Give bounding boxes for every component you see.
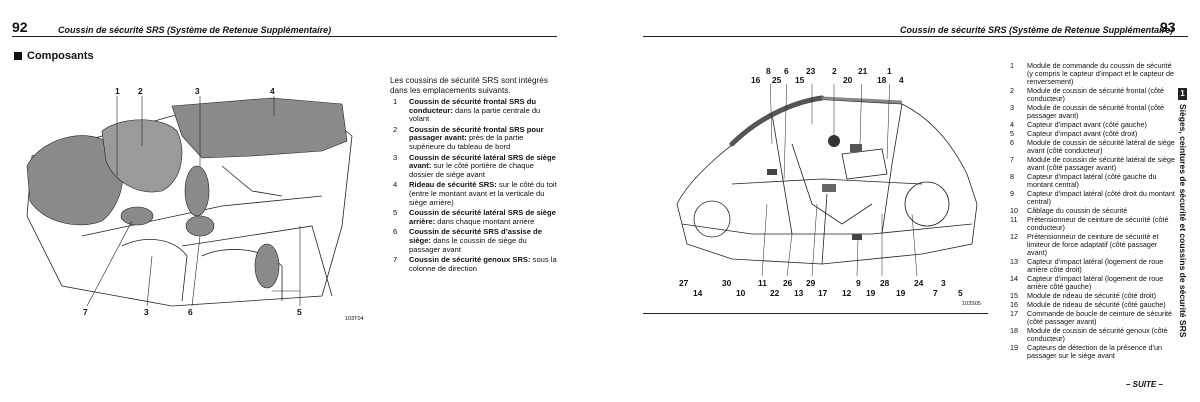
continued-marker: – SUITE – [1126,380,1163,389]
callout-2: 2 [138,86,143,96]
left-header-rule [12,36,557,37]
rcallout-8: 8 [766,66,771,76]
rcallout-11: 11 [758,278,767,288]
left-running-head: Coussin de sécurité SRS (Système de Rete… [58,25,332,35]
right-running-head: Coussin de sécurité SRS (Système de Rete… [900,25,1174,35]
rcallout-17: 17 [818,288,828,298]
rcallout-22: 22 [770,288,780,298]
rcallout-29: 29 [806,278,816,288]
callout-1: 1 [115,86,120,96]
callout-3-bottom: 3 [144,307,149,317]
callout-5: 5 [297,307,302,317]
section-title: Composants [14,50,94,62]
rcallout-12: 12 [842,288,852,298]
srs-components-car-illustration [676,84,978,276]
rcallout-28: 28 [880,278,890,288]
intro-paragraph: Les coussins de sécurité SRS sont intégr… [390,76,548,95]
callout-6: 6 [188,307,193,317]
rcallout-30: 30 [722,278,732,288]
callout-4: 4 [270,86,275,96]
chapter-side-title: Sièges, ceintures de sécurité et coussin… [1178,104,1188,338]
rcallout-25: 25 [772,75,782,85]
rcallout-1: 1 [887,66,892,76]
rcallout-5: 5 [958,288,963,298]
rcallout-27: 27 [679,278,689,288]
rcallout-14: 14 [693,288,703,298]
rcallout-19b: 19 [896,288,906,298]
airbag-locations-illustration [26,96,353,307]
right-header-rule [643,36,1188,37]
rcallout-2: 2 [832,66,837,76]
rcallout-21: 21 [858,66,868,76]
rcallout-9: 9 [856,278,861,288]
rcallout-16: 16 [751,75,761,85]
rcallout-7: 7 [933,288,938,298]
callout-3-top: 3 [195,86,200,96]
rcallout-4: 4 [899,75,904,85]
chapter-tab: 1 [1178,88,1187,100]
right-figure-rule [643,313,988,314]
rcallout-6: 6 [784,66,789,76]
rcallout-23: 23 [806,66,816,76]
right-page-number: 93 [1160,19,1176,35]
rcallout-13: 13 [794,288,804,298]
section-title-text: Composants [27,50,94,62]
rcallout-19a: 19 [866,288,876,298]
left-figure-code: 103T04 [345,316,364,322]
rcallout-10: 10 [736,288,746,298]
rcallout-18: 18 [877,75,887,85]
callout-7: 7 [83,307,88,317]
right-figure-code: 103S05 [962,301,981,307]
rcallout-15: 15 [795,75,805,85]
rcallout-24: 24 [914,278,924,288]
rcallout-26: 26 [783,278,793,288]
section-square-icon [14,52,22,60]
rcallout-20: 20 [843,75,853,85]
rcallout-3: 3 [941,278,946,288]
left-page-number: 92 [12,19,28,35]
